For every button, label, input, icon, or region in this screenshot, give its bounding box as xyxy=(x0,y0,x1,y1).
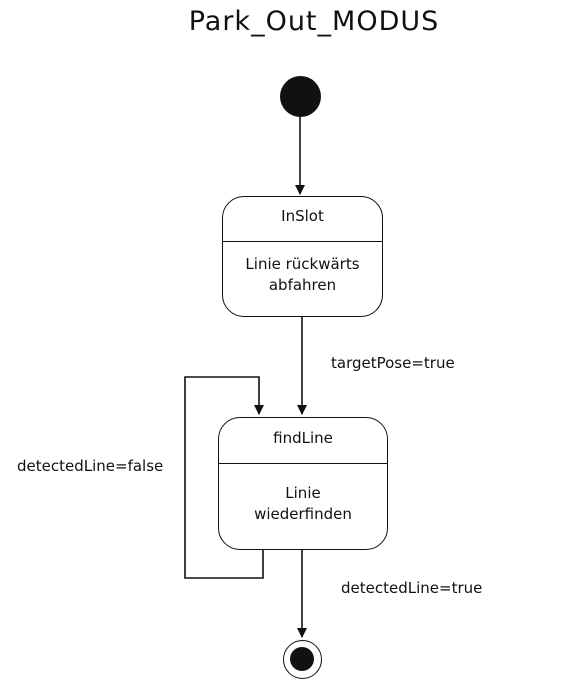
state-inslot-name: InSlot xyxy=(223,197,382,242)
state-findline-name: findLine xyxy=(219,418,387,464)
state-findline: findLine Linie wiederfinden xyxy=(218,417,388,550)
state-inslot-activity: Linie rückwärts abfahren xyxy=(245,255,360,294)
transition-findline-self-loop-line xyxy=(184,376,264,579)
initial-state-node xyxy=(280,76,321,117)
state-findline-activity: Linie wiederfinden xyxy=(254,484,352,523)
state-inslot: InSlot Linie rückwärts abfahren xyxy=(222,196,383,317)
transition-findline-self-loop-label: detectedLine=false xyxy=(17,457,164,475)
final-state-node xyxy=(283,640,322,679)
transition-inslot-to-findline-label: targetPose=true xyxy=(331,354,455,372)
final-state-inner-dot xyxy=(290,647,314,671)
diagram-title: Park_Out_MODUS xyxy=(188,6,440,37)
transition-findline-to-final-label: detectedLine=true xyxy=(341,579,483,597)
